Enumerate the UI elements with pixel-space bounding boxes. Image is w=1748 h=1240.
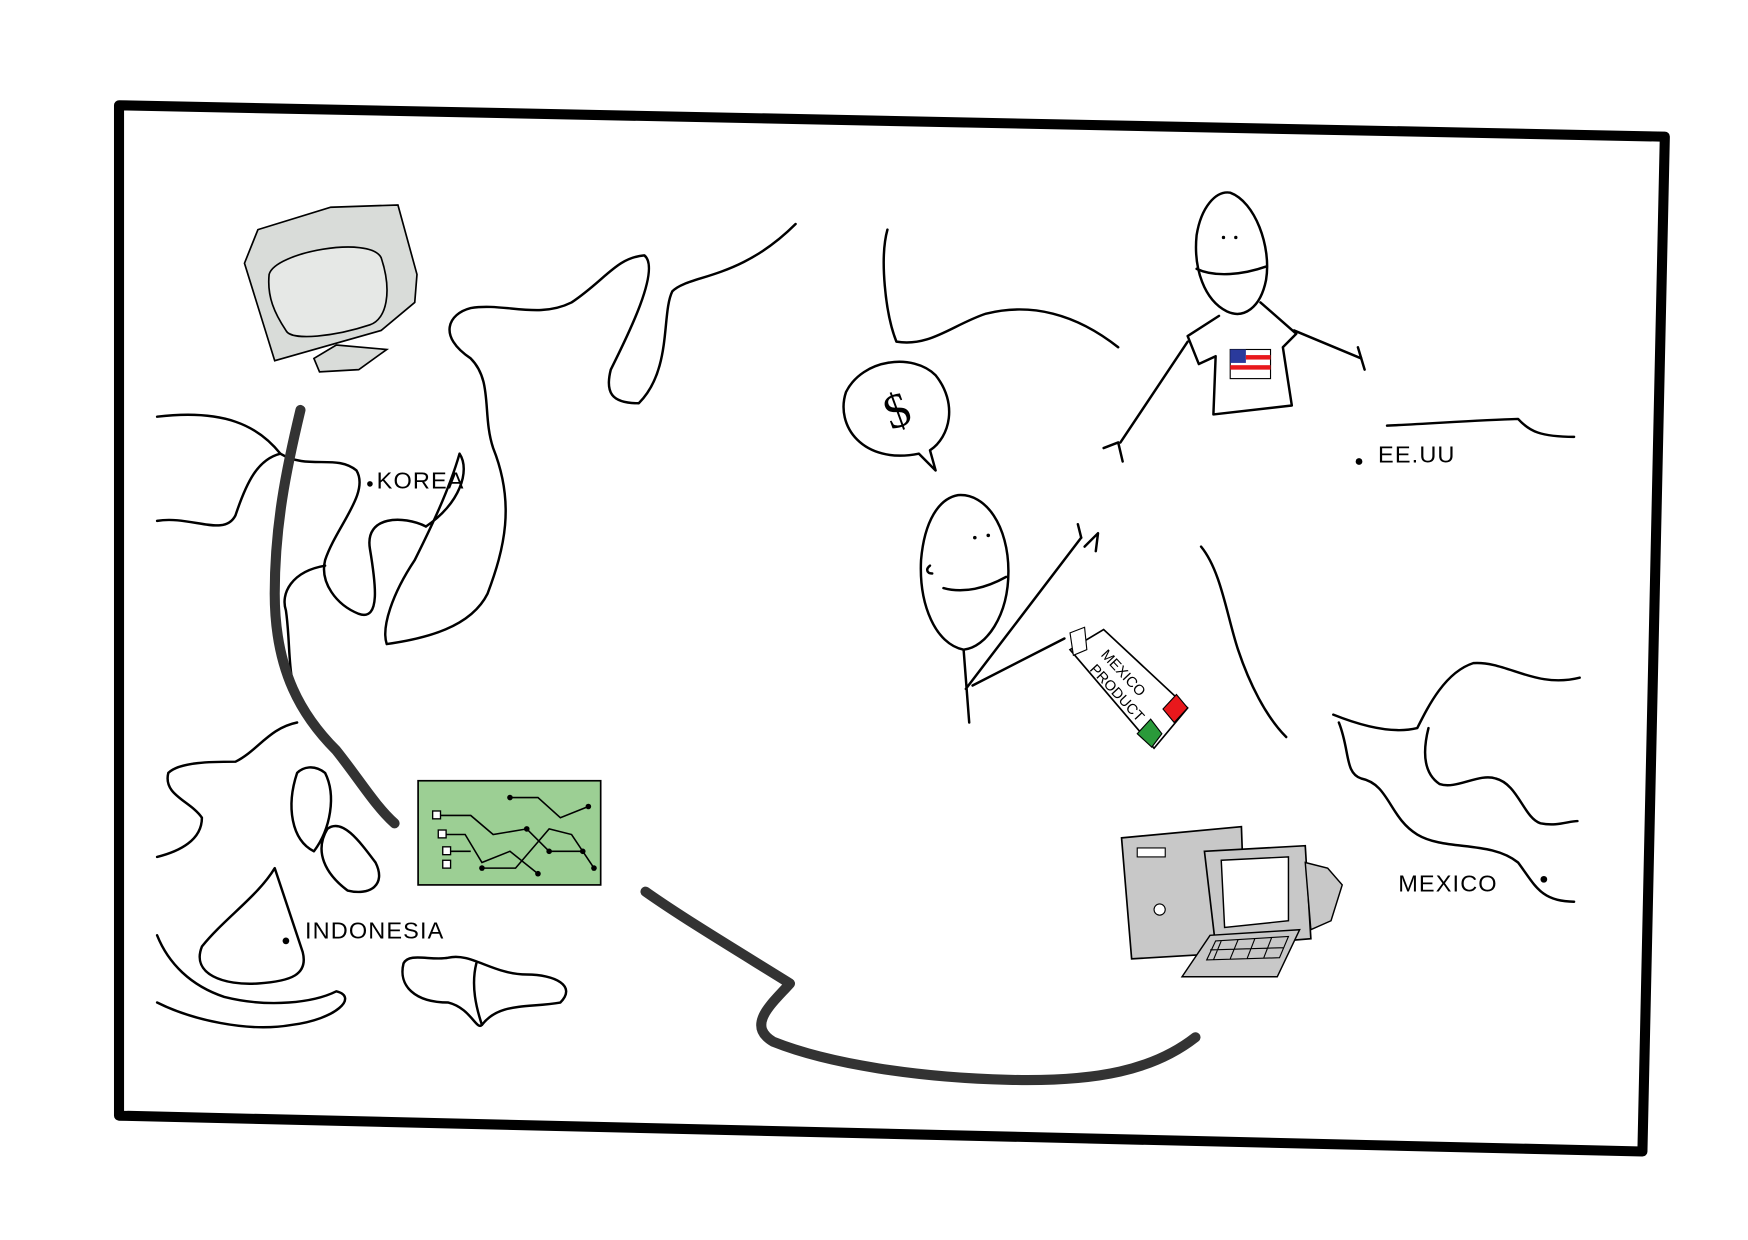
label-indonesia: INDONESIA — [305, 918, 444, 944]
us-person-figure — [1102, 191, 1366, 463]
crt-monitor-icon — [243, 204, 418, 373]
desktop-computer-icon — [1120, 825, 1344, 978]
label-mexico: MEXICO — [1398, 871, 1498, 897]
route-korea-indonesia — [269, 404, 400, 829]
label-usa: EE.UU — [1378, 442, 1455, 468]
map-frame — [113, 100, 1670, 1157]
coastlines — [155, 222, 1581, 1029]
mexico-person-figure: MEXICO PRODUCT — [919, 493, 1189, 750]
circuit-board-icon — [417, 779, 602, 886]
dollar-speech-bubble-icon: $ — [842, 360, 951, 472]
route-indonesia-mexico — [640, 886, 1201, 1086]
us-flag-icon — [1229, 348, 1272, 380]
mexico-product-tag: MEXICO PRODUCT — [1068, 626, 1189, 750]
svg-text:$: $ — [876, 380, 918, 440]
label-korea: KOREA — [377, 467, 465, 493]
